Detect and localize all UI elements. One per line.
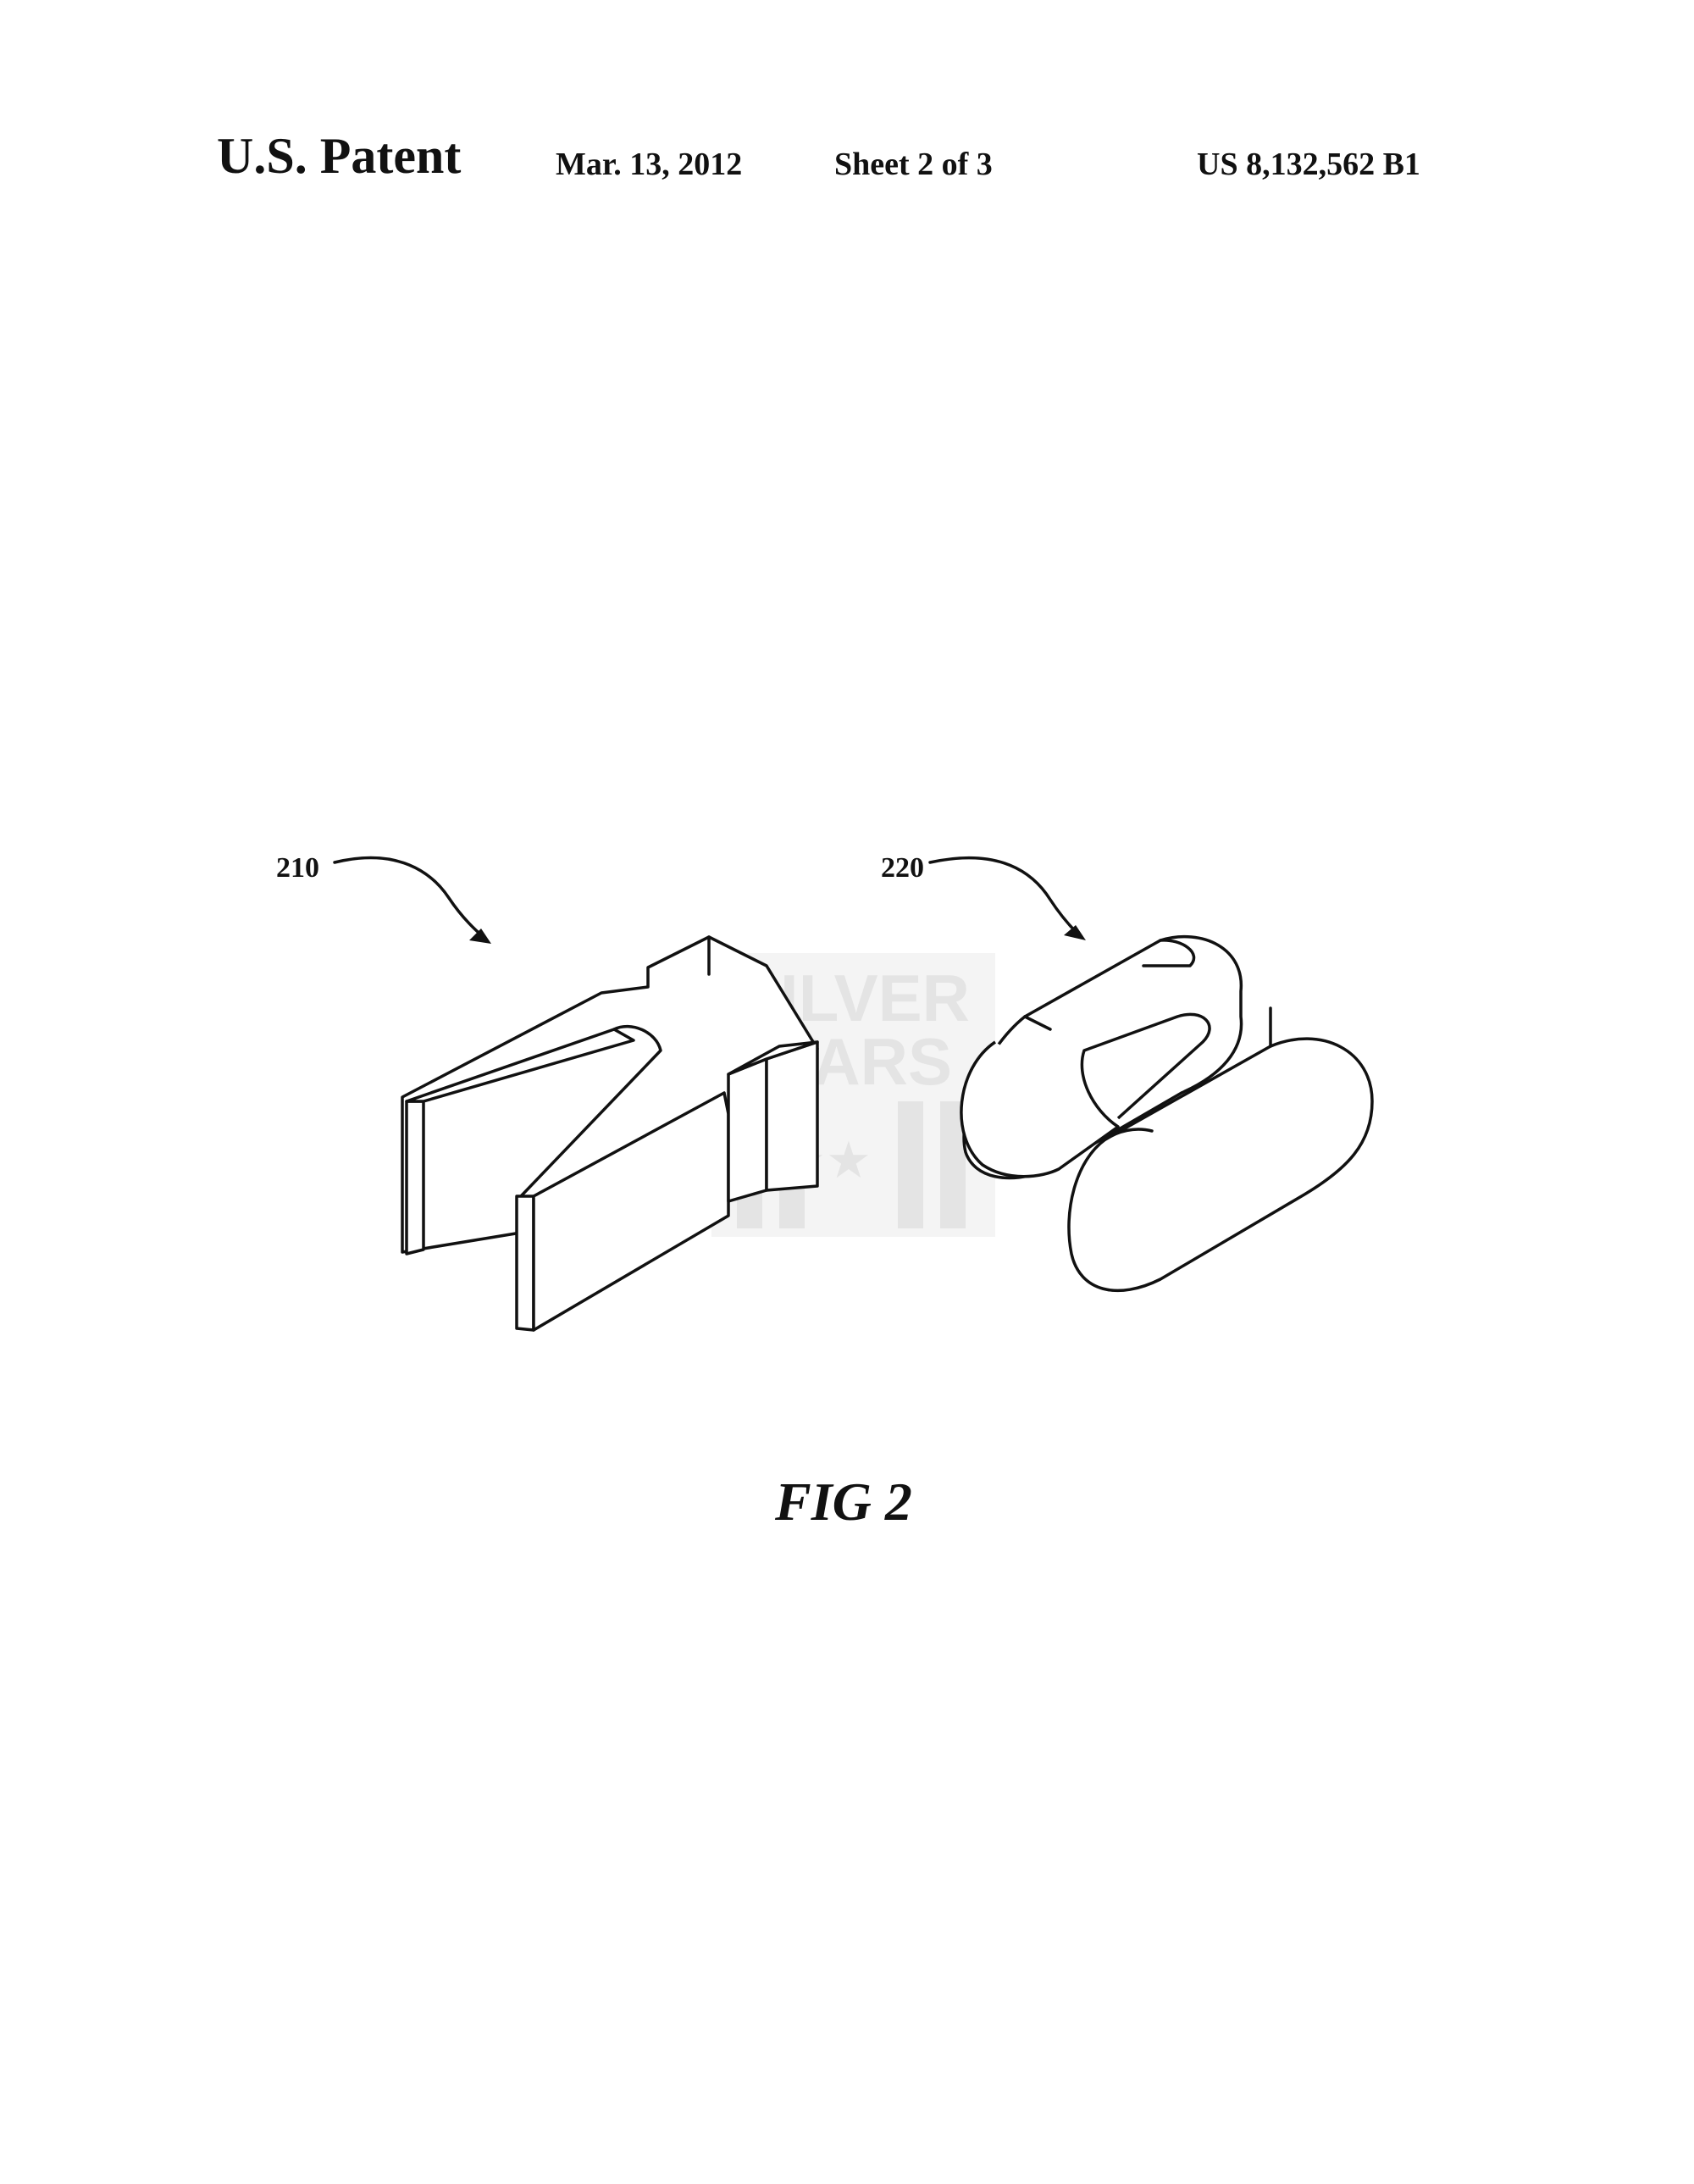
component-220-front-edge bbox=[1104, 1128, 1154, 1141]
component-210-right-tine-face bbox=[515, 1195, 535, 1332]
component-210-left-tine-top bbox=[405, 1028, 635, 1103]
figure-caption: FIG 2 bbox=[775, 1472, 912, 1532]
reference-label-220: 220 bbox=[881, 852, 924, 884]
patent-date: Mar. 13, 2012 bbox=[556, 147, 743, 182]
component-220-waist bbox=[960, 1012, 1211, 1178]
leader-arrow-220 bbox=[928, 856, 1082, 938]
component-220 bbox=[960, 935, 1374, 1293]
component-220-back-edge bbox=[1023, 1015, 1052, 1031]
reference-label-210: 210 bbox=[276, 852, 319, 884]
patent-title: U.S. Patent bbox=[217, 128, 462, 184]
arrowhead-210 bbox=[469, 928, 491, 944]
component-210-block-side bbox=[765, 1040, 819, 1192]
component-210-block-top bbox=[727, 1040, 819, 1076]
component-210-left-tine-face bbox=[405, 1100, 425, 1256]
arrowhead-220 bbox=[1064, 925, 1086, 940]
component-210 bbox=[401, 935, 819, 1332]
component-210-slot bbox=[519, 1024, 662, 1198]
component-220-top-slot bbox=[1142, 939, 1196, 967]
patent-number: US 8,132,562 B1 bbox=[1197, 147, 1420, 182]
component-220-front-oval bbox=[1067, 1037, 1374, 1293]
sheet-number: Sheet 2 of 3 bbox=[834, 147, 993, 182]
leader-arrow-210 bbox=[333, 856, 489, 942]
component-210-block-front bbox=[727, 1057, 768, 1203]
